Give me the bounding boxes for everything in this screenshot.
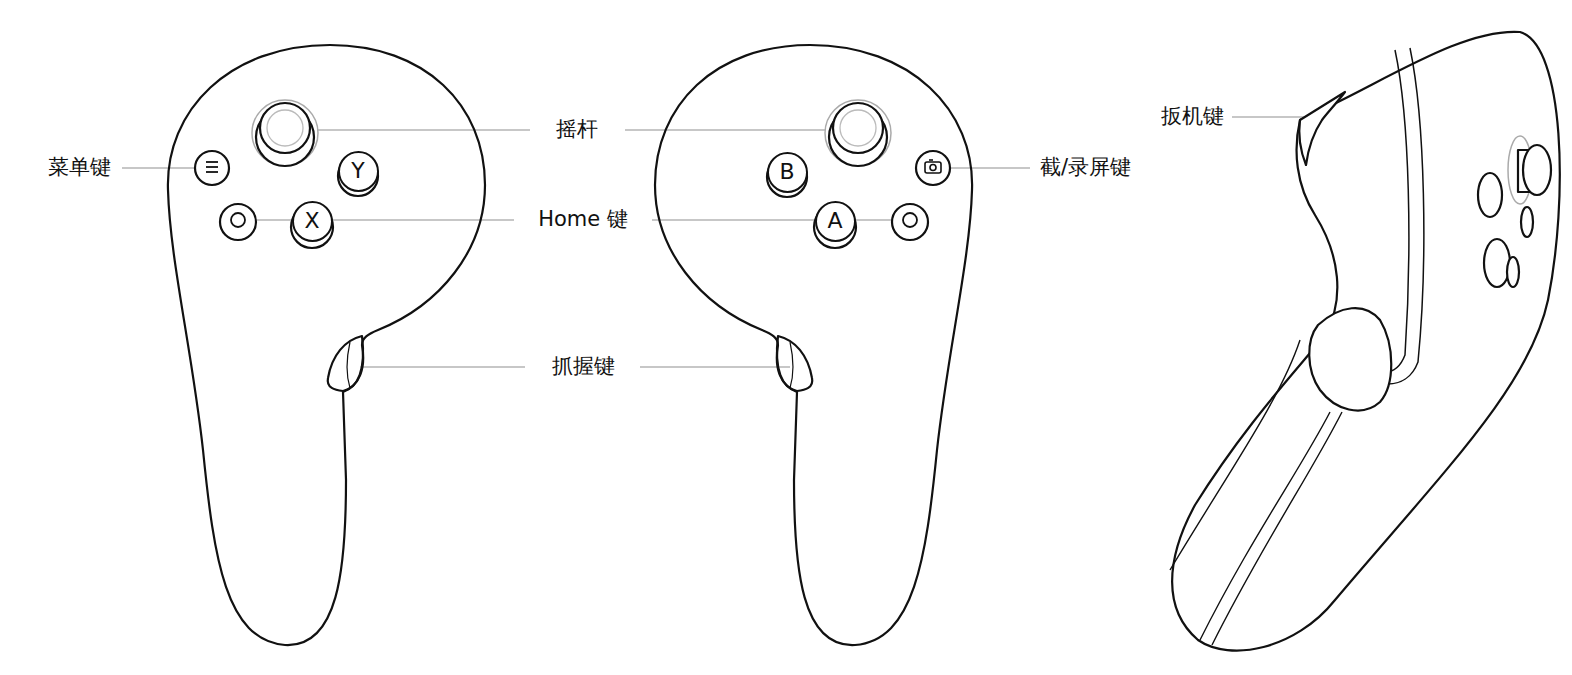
menu-button [195,151,229,185]
button-circle: B [767,152,808,193]
button-circle: Y [338,151,379,192]
body-line [1170,340,1300,570]
side-button [1484,239,1510,287]
leader-line [640,366,790,367]
controller-outline [655,45,972,645]
ring-edge [1388,48,1424,384]
joystick-ring [252,100,318,166]
joystick-cap [260,103,310,153]
part-label: Home 键 [536,207,630,232]
camera-icon [925,160,941,173]
body-line [1200,412,1330,640]
leader-line [625,129,830,130]
controller-outline [168,45,485,645]
button-letter: X [304,210,319,232]
joystick-cap [1523,145,1551,195]
side-button [1507,257,1519,287]
button-circle: X [292,201,333,242]
part-label: 菜单键 [46,155,113,180]
screenshot-button [916,151,950,185]
home-icon [231,213,245,227]
leader-line [951,167,1030,168]
leader-line [314,129,530,130]
part-label: 抓握键 [550,354,617,379]
home-button [892,204,928,240]
grip-button [777,336,812,391]
button-letter: Y [351,160,364,182]
grip-edge [347,342,350,388]
joystick-ring [825,100,891,166]
side-controller [1170,32,1560,651]
side-button [1521,207,1533,237]
joystick-top [840,110,876,146]
part-label: 摇杆 [554,117,600,142]
home-icon [903,213,917,227]
leader-line [122,167,194,168]
side-button [1478,173,1502,217]
part-label: 截/录屏键 [1038,155,1133,180]
ring-edge [1385,50,1409,372]
side-outline [1172,32,1560,651]
right-controller [655,45,972,645]
grip-button [328,336,363,391]
button-circle: A [815,201,856,242]
part-label: 扳机键 [1159,104,1226,129]
body-line [1212,412,1342,645]
left-buttons [195,100,378,248]
trigger-button [1299,92,1345,165]
button-letter: B [779,161,794,183]
joystick-cap [833,103,883,153]
home-button [220,204,256,240]
leader-line [652,219,893,220]
leader-line [360,366,525,367]
left-controller [168,45,485,645]
grip-button [1309,308,1391,410]
menu-icon [206,162,218,172]
joystick-top [267,110,303,146]
right-buttons [767,100,950,248]
button-letter: A [827,210,842,232]
grip-edge [790,342,793,388]
